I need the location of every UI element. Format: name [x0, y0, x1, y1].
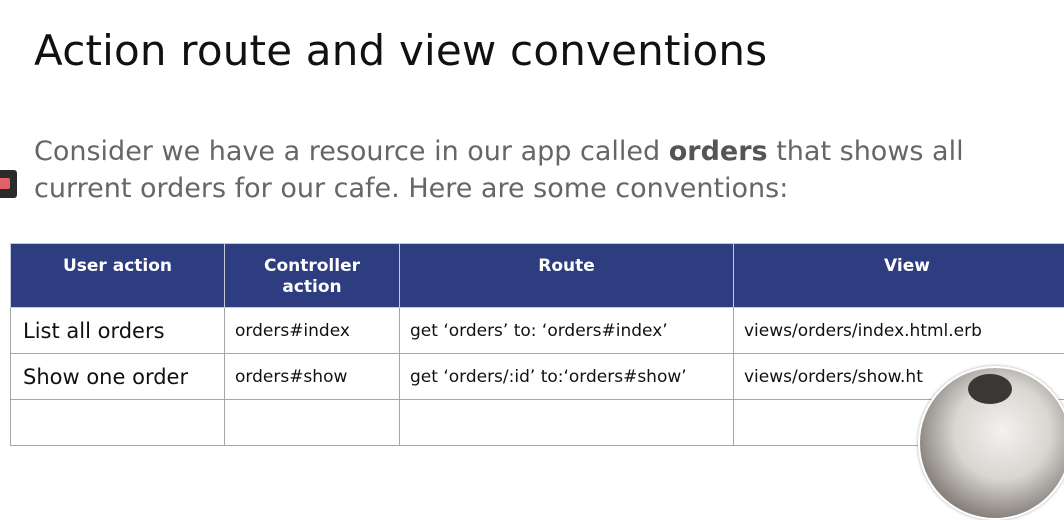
cell-user-action: List all orders [11, 308, 225, 354]
header-user-action: User action [11, 244, 225, 308]
intro-text-emphasis: orders [669, 136, 768, 167]
cell-controller-action: orders#index [225, 308, 400, 354]
intro-text-before: Consider we have a resource in our app c… [34, 136, 669, 167]
bookmark-tab-accent [0, 178, 10, 189]
cell-route: get ‘orders’ to: ‘orders#index’ [400, 308, 734, 354]
table-row: List all orders orders#index get ‘orders… [11, 308, 1064, 354]
presenter-webcam-overlay [918, 366, 1064, 520]
presenter-silhouette [968, 374, 1012, 404]
cell-controller-action: orders#show [225, 354, 400, 400]
conventions-table: User action Controller action Route View… [10, 243, 1064, 446]
header-view: View [734, 244, 1064, 308]
cell-route: get ‘orders/:id’ to:‘orders#show’ [400, 354, 734, 400]
cell-user-action: Show one order [11, 354, 225, 400]
slide-title: Action route and view conventions [34, 26, 767, 75]
header-controller-action: Controller action [225, 244, 400, 308]
table-header-row: User action Controller action Route View [11, 244, 1064, 308]
cell-controller-action [225, 400, 400, 446]
header-route: Route [400, 244, 734, 308]
bookmark-tab-icon[interactable] [0, 170, 17, 198]
cell-user-action [11, 400, 225, 446]
table-row [11, 400, 1064, 446]
cell-view: views/orders/index.html.erb [734, 308, 1064, 354]
cell-route [400, 400, 734, 446]
slide-intro-text: Consider we have a resource in our app c… [34, 133, 1044, 207]
table-row: Show one order orders#show get ‘orders/:… [11, 354, 1064, 400]
